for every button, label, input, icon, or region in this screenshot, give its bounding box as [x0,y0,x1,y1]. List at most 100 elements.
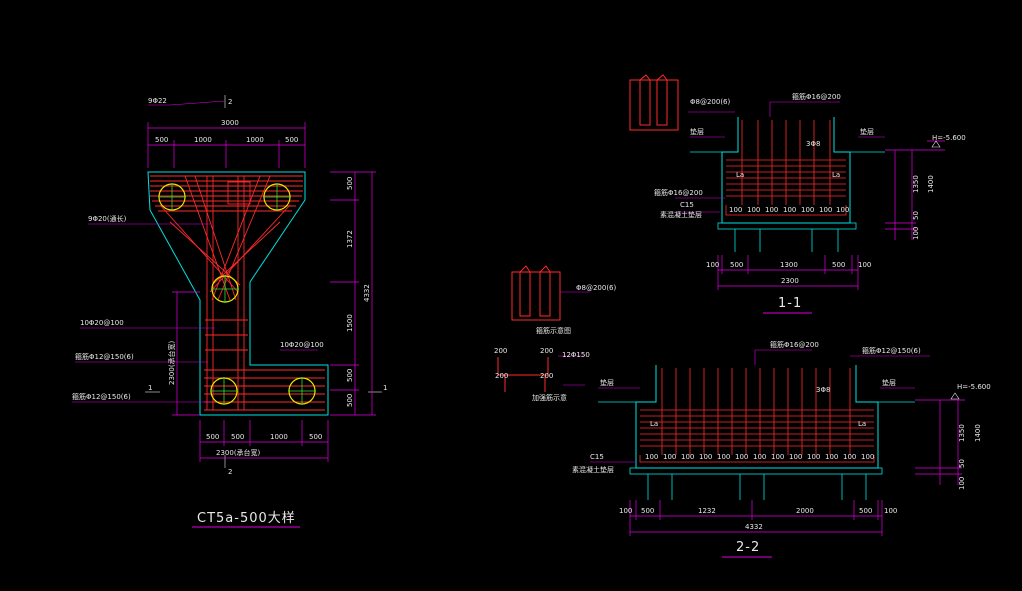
section-2-2-rebar-dim-1: 100 [645,453,658,461]
section-1-1-la-right: Lа [832,171,840,179]
section-mark-2-top: 2 [228,98,232,106]
section-1-1-rebar-dims: 100 100 100 100 100 100 100 [729,206,849,214]
tie-detail-caption: 加强筋示意 [532,393,567,402]
section-2-2-bottom-dim-1: 100 [619,507,632,515]
section-1-1-side-dim-1: 1350 [912,175,920,193]
plan-top-dim-4: 500 [285,136,298,144]
plan-cut-lines [145,95,382,468]
section-2-2-rebar-dim-5: 100 [717,453,730,461]
section-2-2-bottom-dim-2: 500 [641,507,654,515]
plan-label-bars-right: 10Φ20@100 [280,341,324,349]
section-2-2-side-dim-4: 100 [958,477,966,490]
section-1-1-rebar-dim-3: 100 [765,206,778,214]
section-2-2-piles [598,401,915,500]
section-1-1-label-top-bars: 箍筋Φ16@200 [792,92,841,101]
section-2-2-rebar-dim-10: 100 [807,453,820,461]
plan-leaders [72,100,318,403]
plan-top-dim-2: 1000 [194,136,212,144]
plan-label-stirrup-2: 箍筋Φ12@150(6) [72,392,131,401]
plan-top-dim-1: 500 [155,136,168,144]
section-2-2-la-right: Lа [858,420,866,428]
section-2-2-rebar-dim-13: 100 [861,453,874,461]
section-2-2-rebar-dim-7: 100 [753,453,766,461]
plan-right-dim-3: 1500 [346,314,354,332]
tie-detail-dim-2: 200 [540,347,553,355]
section-2-2-rebar-dim-8: 100 [771,453,784,461]
section-2-2-rebar-dim-12: 100 [843,453,856,461]
section-1-1-la-left: Lа [736,171,744,179]
plan-left-dim-lines [172,291,200,416]
plan-title: CT5a-500大样 [197,511,296,526]
plan-right-dim-2: 1372 [346,230,354,248]
section-2-2-label-c15: C15 [590,453,604,461]
tie-detail-dim-4: 200 [540,372,553,380]
plan-top-dim-overall: 3000 [221,119,239,127]
section-2-2-level: H=-5.600 [957,383,991,391]
section-1-1-piles [690,151,885,252]
plan-top-dim-3: 1000 [246,136,264,144]
section-2-2-rebar [639,368,875,463]
section-1-1-label-cushion-left: 垫层 [690,127,704,136]
plan-bottom-dim-3: 1000 [270,433,288,441]
section-mark-2-bottom: 2 [228,468,232,476]
section-2-2: H=-5.600 1350 1400 50 100 100 100 100 10… [572,340,991,558]
section-2-2-rebar-dim-11: 100 [825,453,838,461]
section-1-1-title: 1-1 [778,296,802,311]
section-1-1-rebar-dim-5: 100 [801,206,814,214]
section-2-2-bottom-dim-4: 2000 [796,507,814,515]
section-1-1-label-cushion-right: 垫层 [860,127,874,136]
plan-bottom-dim-1: 500 [206,433,219,441]
section-1-1-label-c15: C15 [680,201,694,209]
section-mark-1-right: 1 [383,384,387,392]
plan-label-bars-left: 10Φ20@100 [80,319,124,327]
plan-right-dim-5: 500 [346,394,354,407]
tie-detail: 200 200 12Φ150 200 200 加强筋示意 [494,347,590,402]
section-1-1-side-dim-3: 50 [912,211,920,220]
plan-right-dim-4: 500 [346,369,354,382]
plan-left-dim: 2300(承台宽) [167,340,176,385]
stirrup-detail-label: Φ8@200(6) [576,284,617,292]
plan-label-through-bars: 9Φ20(通长) [88,214,127,223]
plan-bottom-dim-2: 500 [231,433,244,441]
section-1-1-rebar [725,120,847,216]
section-2-2-side-dim-1: 1350 [958,424,966,442]
plan-bottom-dim-lines [199,420,329,462]
section-1-1-label-plain-pad: 素混凝土垫层 [660,210,702,219]
section-2-2-bottom-dim-lines [629,500,883,536]
section-1-1-side-dim-2: 1400 [927,175,935,193]
section-1-1-bottom-dim-5: 100 [858,261,871,269]
section-1-1-level: H=-5.600 [932,134,966,142]
tie-detail-dim-3: 200 [495,372,508,380]
stirrup-detail-top [629,74,679,131]
section-2-2-rebar-dims: 100 100 100 100 100 100 100 100 100 100 … [645,453,874,461]
section-1-1-rebar-dim-1: 100 [729,206,742,214]
section-1-1-bottom-dim-4: 500 [832,261,845,269]
section-1-1-leaders [675,101,885,213]
section-1-1-label-stirrup: Φ8@200(6) [690,98,731,106]
plan-piles [158,183,316,405]
section-2-2-side-dim-3: 50 [958,459,966,468]
stirrup-detail-caption: 箍筋示意图 [536,326,571,335]
plan-top-dim-lines [147,122,306,168]
section-1-1-level-marker [931,140,941,148]
plan-label-stirrup-1: 箍筋Φ12@150(6) [75,352,134,361]
plan-right-dim-lines [330,171,376,416]
section-2-2-rebar-dim-3: 100 [681,453,694,461]
section-1-1-side-dims [885,140,945,240]
section-2-2-side-dims [915,399,965,485]
section-2-2-label-cushion-right: 垫层 [882,378,896,387]
section-2-2-bottom-dim-5: 500 [859,507,872,515]
section-1-1-bottom-dim-2: 500 [730,261,743,269]
section-2-2-la-left: Lа [650,420,658,428]
section-2-2-bottom-dim-6: 100 [884,507,897,515]
tie-detail-label: 12Φ150 [562,351,590,359]
section-1-1-rebar-dim-4: 100 [783,206,796,214]
section-1-1-pad [717,222,857,230]
plan-bottom-dim-4: 500 [309,433,322,441]
plan-right-dim-overall: 4332 [363,284,371,302]
section-2-2-pad [629,467,883,475]
section-2-2-label-stirrup: 箍筋Φ12@150(6) [862,346,921,355]
section-mark-1-left: 1 [148,384,152,392]
section-2-2-rebar-dim-4: 100 [699,453,712,461]
plan-right-dim-1: 500 [346,177,354,190]
